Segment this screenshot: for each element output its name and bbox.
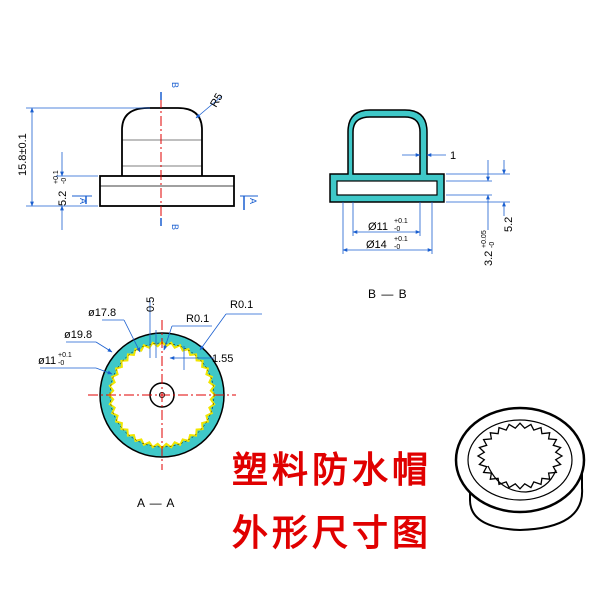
front-height-dim: 15.8±0.1 bbox=[17, 133, 29, 176]
section-b-bottom-label: B bbox=[170, 224, 180, 230]
section-b-inner-dia: Ø11 bbox=[368, 221, 388, 233]
r01-outer-label: R0.1 bbox=[230, 299, 253, 311]
section-b-view: 1 5.2 3.2 +0.05 -0 Ø11 +0.1 -0 Ø14 +0.1 … bbox=[329, 109, 515, 301]
dia-19-8-label: ø19.8 bbox=[64, 329, 92, 341]
front-dome bbox=[121, 107, 203, 176]
front-flange bbox=[99, 175, 235, 207]
dia-17-8-label: ø17.8 bbox=[88, 307, 116, 319]
section-a-caption: A — A bbox=[137, 496, 175, 510]
r01-inner-label: R0.1 bbox=[186, 313, 209, 325]
section-b-outer-dia: Ø14 bbox=[366, 239, 387, 251]
dia-11-label: ø11 bbox=[38, 355, 56, 367]
outer-dia-tol-lower: -0 bbox=[394, 244, 400, 251]
inner-dia-tol-upper: +0.1 bbox=[394, 218, 408, 225]
inner-height-tol-lower: -0 bbox=[489, 242, 496, 248]
section-b-caption: B — B bbox=[368, 287, 408, 301]
inner-dia-tol-lower: -0 bbox=[394, 226, 400, 233]
iso-serration bbox=[476, 422, 564, 490]
isometric-view bbox=[454, 406, 586, 532]
section-a-view: ø17.8 ø19.8 ø11 +0.1 -0 0.5 R0.1 R0.1 1.… bbox=[38, 297, 262, 510]
dia-11-tol-lower: -0 bbox=[58, 360, 64, 367]
front-flange-dim: 5.2 bbox=[57, 191, 69, 206]
dia-11-tol-upper: +0.1 bbox=[58, 352, 72, 359]
section-a-right-label: A bbox=[248, 198, 258, 204]
wall-thickness-dim: 1 bbox=[450, 150, 456, 162]
radius-r5-label: R5 bbox=[208, 91, 225, 109]
inner-height-tol-upper: +0.05 bbox=[481, 230, 488, 248]
title-line-2: 外形尺寸图 bbox=[232, 513, 432, 554]
front-view: B B A A 15.8±0.1 5.2 +0.1 -0 R5 bbox=[17, 82, 258, 230]
section-b-inner-cavity bbox=[336, 180, 438, 196]
section-b-top-label: B bbox=[170, 82, 180, 88]
section-b-height-dim: 5.2 bbox=[503, 217, 515, 232]
title-line-1: 塑料防水帽 bbox=[232, 450, 432, 491]
dim-0-5-label: 0.5 bbox=[145, 297, 157, 312]
section-a-left-label: A bbox=[78, 198, 88, 204]
dim-1-55-label: 1.55 bbox=[212, 353, 233, 365]
section-b-cap-shape bbox=[329, 109, 445, 203]
front-flange-tol-lower: -0 bbox=[61, 178, 68, 184]
front-flange-tol-upper: +0.1 bbox=[53, 170, 60, 184]
outer-dia-tol-upper: +0.1 bbox=[394, 236, 408, 243]
section-b-inner-height-dim: 3.2 bbox=[483, 251, 495, 266]
